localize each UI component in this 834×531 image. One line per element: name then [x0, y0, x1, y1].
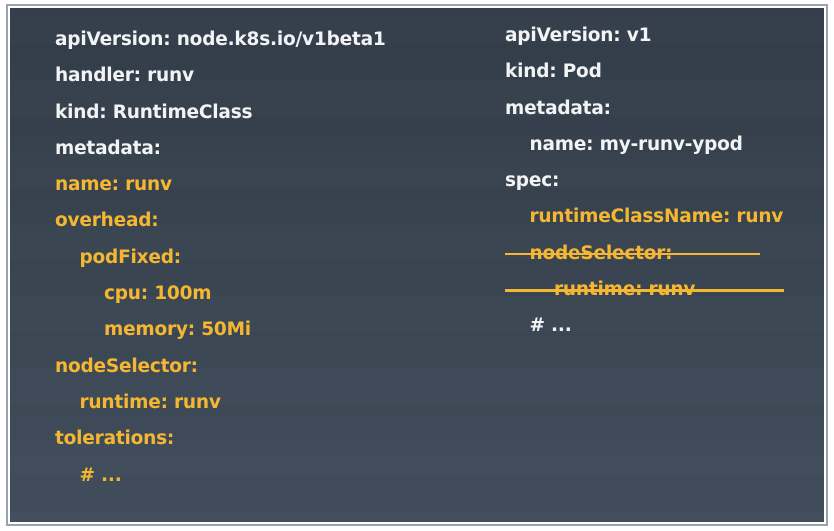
code-line: runtime: runv: [55, 385, 386, 421]
code-line-text: # ...: [529, 315, 572, 337]
code-line: runtime: runv: [505, 272, 784, 308]
code-line: name: runv: [55, 167, 386, 203]
code-line: name: my-runv-ypod: [505, 127, 783, 163]
code-line-text: metadata:: [55, 137, 161, 159]
code-line-text: handler: runv: [55, 65, 194, 87]
code-line-text: metadata:: [505, 97, 611, 119]
code-line-text: podFixed:: [79, 246, 182, 268]
code-line: apiVersion: v1: [505, 18, 783, 54]
code-line-text: memory: 50Mi: [104, 319, 251, 341]
code-line-text: overhead:: [55, 210, 159, 232]
code-line-text: nodeSelector:: [529, 242, 673, 264]
code-line-text: # ...: [79, 464, 122, 486]
pod-yaml-block: apiVersion: v1 kind: Pod metadata: name: my…: [505, 18, 784, 345]
code-line: podFixed:: [55, 240, 386, 276]
code-line: # ...: [55, 458, 386, 494]
runtimeclass-yaml-block: apiVersion: node.k8s.io/v1beta1 handler: …: [55, 22, 386, 494]
code-line-text: cpu: 100m: [104, 283, 212, 305]
code-line: # ...: [505, 308, 783, 344]
code-line: kind: RuntimeClass: [55, 95, 386, 131]
code-line-text: nodeSelector:: [55, 355, 198, 377]
code-line: kind: Pod: [505, 54, 783, 90]
code-line: metadata:: [55, 131, 386, 167]
code-line-text: tolerations:: [55, 428, 175, 450]
code-line: memory: 50Mi: [55, 312, 386, 348]
code-line-text: name: runv: [55, 174, 172, 196]
code-line: handler: runv: [55, 58, 386, 94]
code-surface: apiVersion: node.k8s.io/v1beta1 handler: …: [10, 8, 824, 522]
code-line: overhead:: [55, 203, 386, 239]
code-line: spec:: [505, 163, 783, 199]
code-line-text: spec:: [505, 170, 560, 192]
code-line: nodeSelector:: [505, 236, 783, 272]
code-line-text: runtime: runv: [79, 391, 221, 413]
code-line: tolerations:: [55, 421, 386, 457]
code-line: apiVersion: node.k8s.io/v1beta1: [55, 22, 386, 58]
code-line-text: runtime: runv: [554, 279, 696, 301]
slide-border: [6, 4, 828, 526]
code-line-text: apiVersion: node.k8s.io/v1beta1: [55, 29, 386, 50]
code-line-text: kind: Pod: [505, 61, 602, 83]
code-line-text: kind: RuntimeClass: [55, 101, 253, 123]
code-line: runtimeClassName: runv: [505, 199, 784, 235]
code-line-text: runtimeClassName: runv: [529, 206, 784, 228]
code-line-text: name: my-runv-ypod: [529, 133, 743, 155]
code-line-text: apiVersion: v1: [505, 25, 652, 46]
code-line: nodeSelector:: [55, 349, 386, 385]
code-line: metadata:: [505, 91, 783, 127]
code-line: cpu: 100m: [55, 276, 386, 312]
